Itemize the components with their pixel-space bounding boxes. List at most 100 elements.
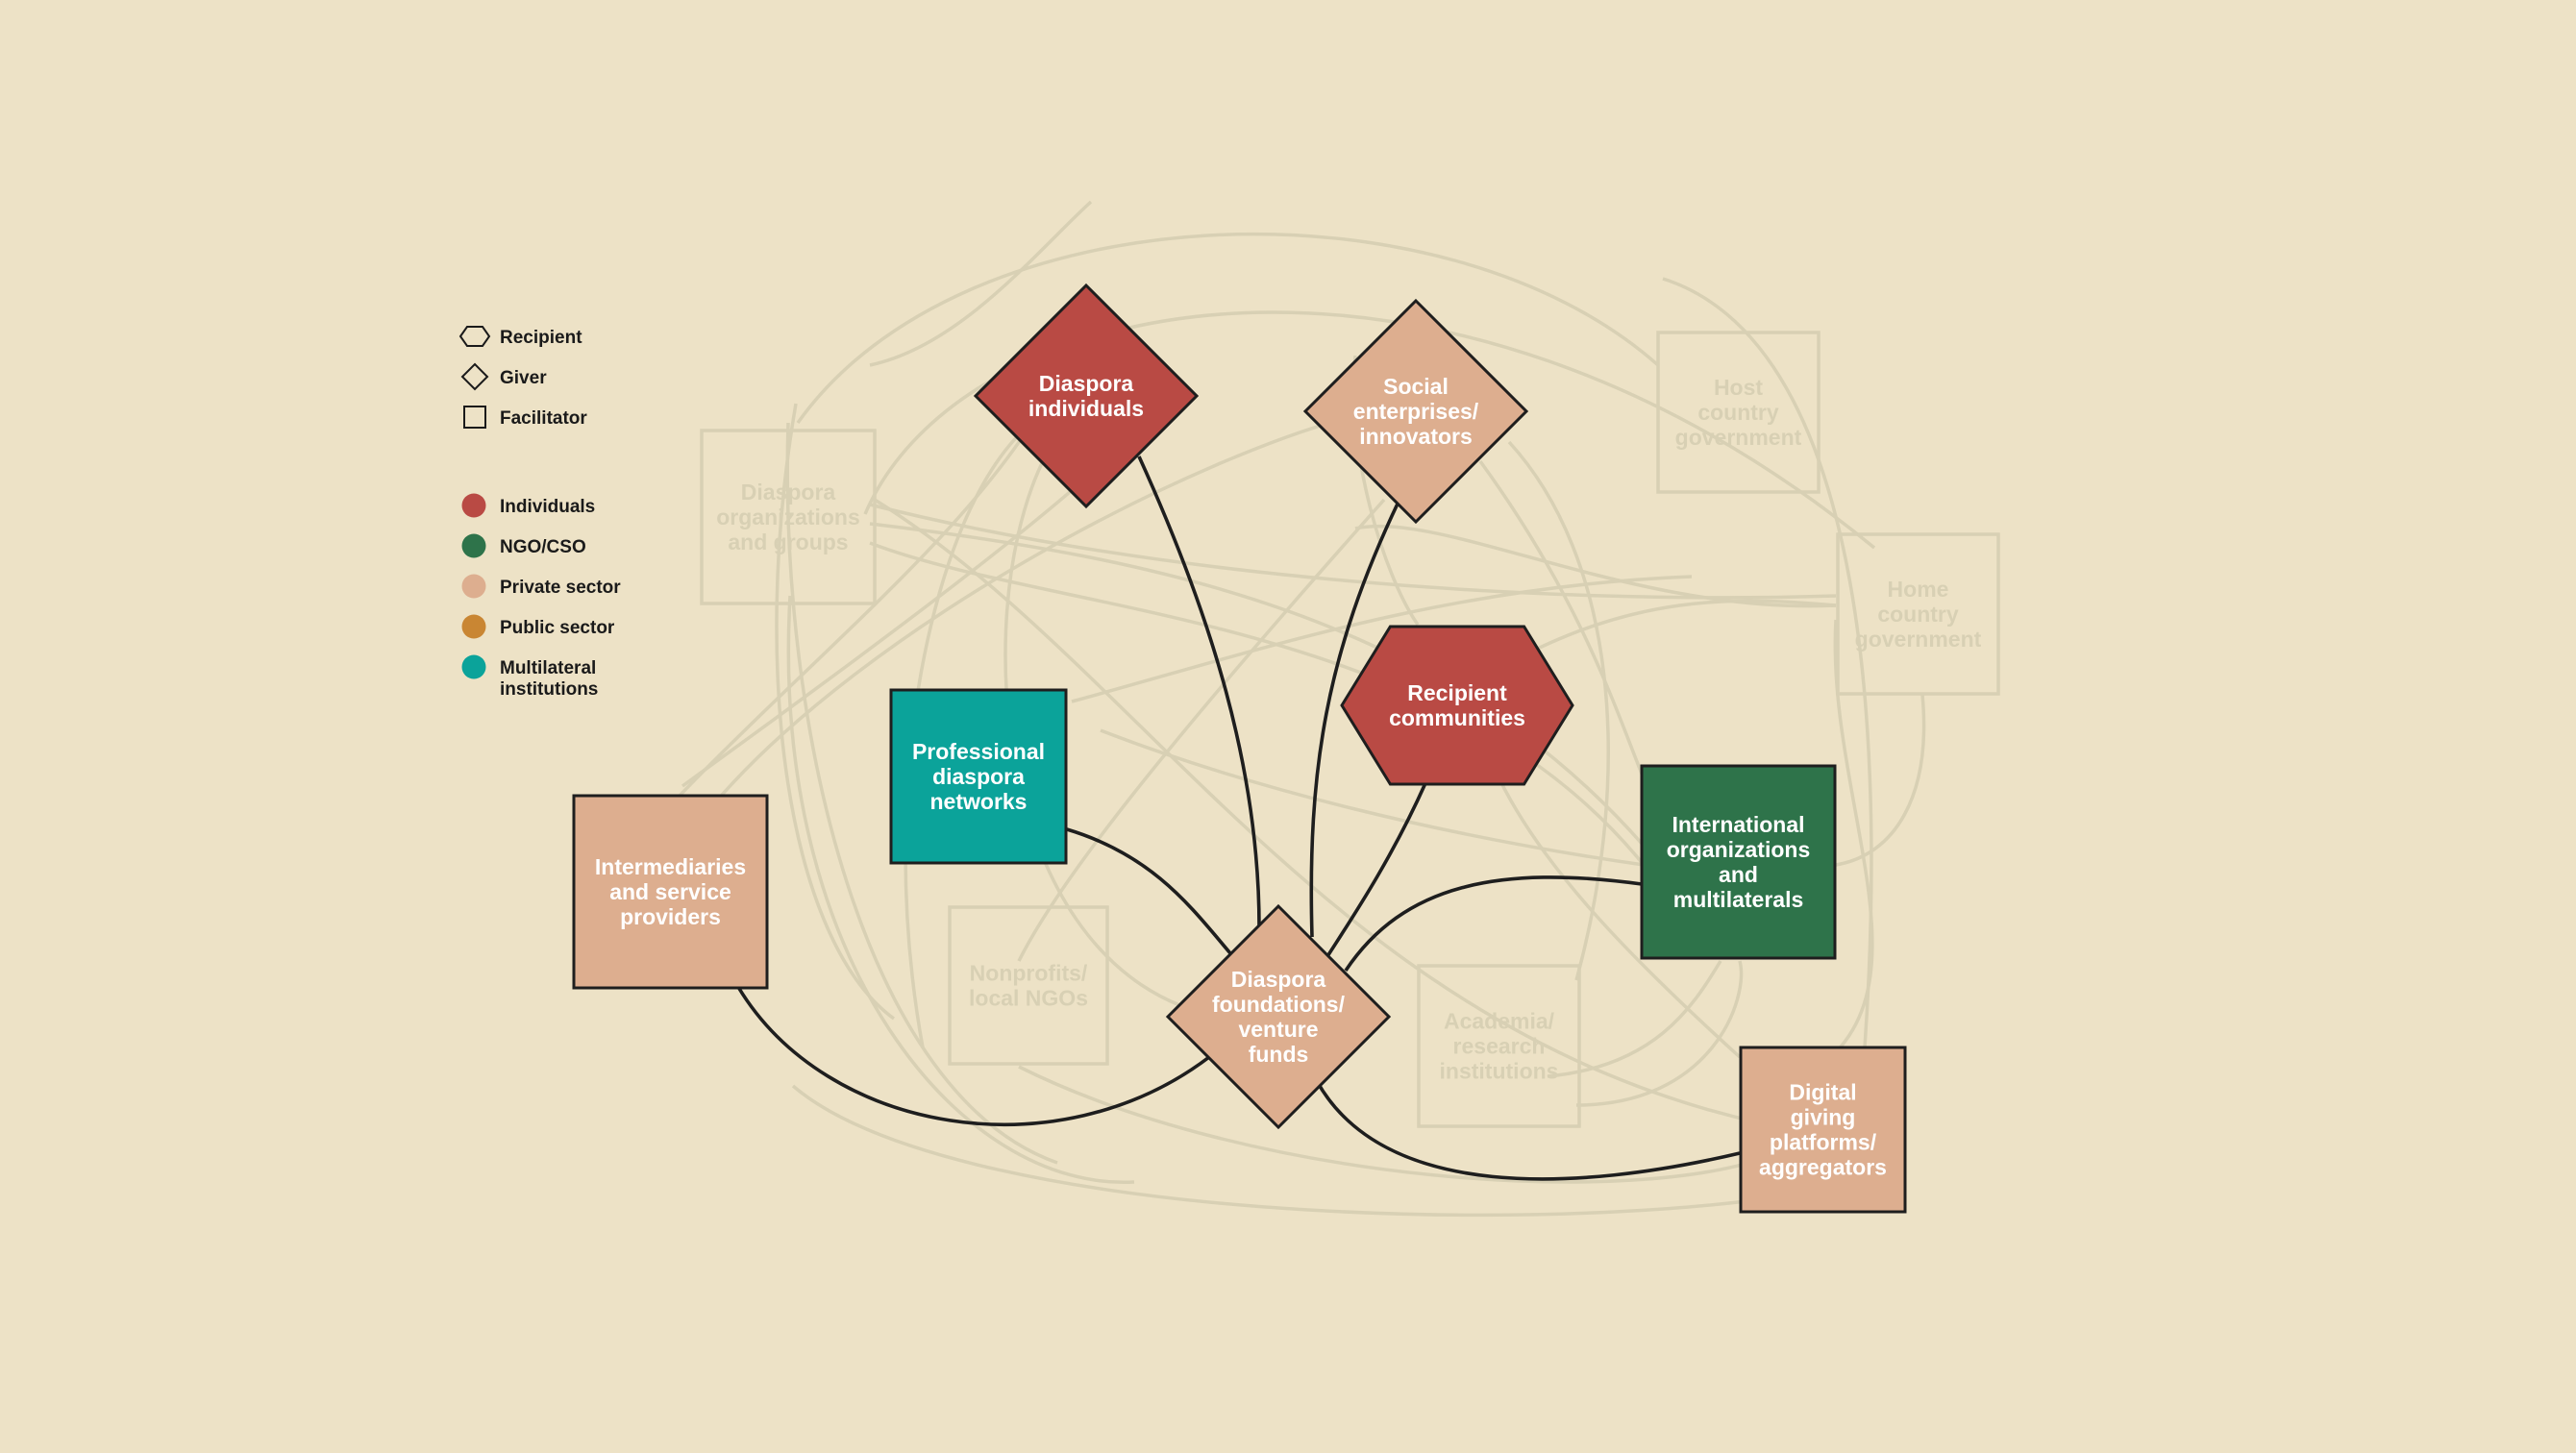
faded-link	[1493, 768, 1742, 1059]
node-label: Diaspora	[1039, 371, 1134, 396]
faded-link	[863, 310, 1876, 550]
legend-color-swatch	[461, 574, 486, 599]
node-label: Digital	[1789, 1080, 1856, 1105]
link-recipients-to-foundations	[1323, 782, 1427, 962]
node-shape	[1340, 625, 1574, 786]
faded-link	[676, 412, 1040, 800]
legend-sector-label: Individuals	[500, 497, 595, 517]
node-label: Diaspora	[741, 480, 836, 505]
legend-sector-label: Private sector	[500, 578, 621, 598]
node-label: government	[1855, 627, 1982, 652]
node-label: organizations	[1667, 837, 1811, 862]
node-label: Nonprofits/	[970, 961, 1088, 986]
faded-link	[775, 403, 896, 1021]
legend-color-swatch	[461, 614, 486, 639]
node-label: organizations	[716, 505, 860, 529]
node-label: Academia/	[1444, 1009, 1555, 1034]
node-shape	[1165, 903, 1392, 1130]
node-label: Diaspora	[1231, 967, 1326, 992]
node-label: and	[1719, 862, 1758, 887]
node-shape	[1302, 298, 1529, 525]
faded-link	[1100, 728, 1645, 867]
node-shape	[1640, 764, 1837, 960]
faded-link	[869, 541, 1646, 867]
legend-sector-label: Public sector	[500, 618, 615, 638]
node-shape	[1739, 1046, 1907, 1214]
node-label: Intermediaries	[595, 854, 746, 879]
node-label: foundations/	[1212, 992, 1346, 1017]
link-individuals-to-foundations	[1137, 456, 1261, 928]
faded-link	[1508, 599, 1837, 665]
faded-link	[1575, 960, 1744, 1107]
node-international-orgs: Internationalorganizationsandmultilatera…	[1640, 764, 1837, 960]
node-label: innovators	[1359, 424, 1473, 449]
faded-link	[1547, 960, 1722, 1078]
node-label: local NGOs	[969, 986, 1088, 1011]
node-label: International	[1672, 812, 1804, 837]
legend-sector-label: Multilateral	[500, 658, 596, 678]
node-label: Professional	[912, 739, 1045, 764]
node-label: networks	[930, 789, 1028, 814]
diamond-icon	[460, 362, 489, 391]
active-connections	[736, 456, 1741, 1181]
node-label: and service	[609, 879, 731, 904]
node-label: multilaterals	[1673, 887, 1804, 912]
legend-sector-label: institutions	[500, 679, 598, 700]
node-shape	[1656, 331, 1821, 494]
node-label: Host	[1714, 375, 1763, 400]
faded-link	[796, 233, 1660, 425]
legend-sector-label: NGO/CSO	[500, 537, 586, 557]
node-label: institutions	[1440, 1059, 1559, 1084]
faded-link	[874, 498, 1818, 1136]
faded-link	[1017, 498, 1386, 962]
node-shape	[973, 283, 1200, 509]
legend-shape-label: Giver	[500, 368, 547, 388]
faded-link	[791, 1084, 1856, 1218]
node-label: diaspora	[932, 764, 1025, 789]
legend: RecipientGiverFacilitatorIndividualsNGO/…	[458, 326, 621, 700]
node-label: aggregators	[1759, 1155, 1887, 1180]
faded-link	[1018, 1065, 1779, 1184]
node-label: funds	[1249, 1042, 1309, 1067]
faded-link	[785, 422, 1058, 1165]
node-label: and groups	[728, 529, 848, 554]
node-shape	[889, 688, 1068, 865]
node-nonprofits: Nonprofits/local NGOs	[948, 905, 1109, 1066]
hexagon-icon	[458, 326, 491, 347]
link-international-orgs-to-foundations	[1344, 875, 1643, 972]
faded-link	[709, 411, 1366, 809]
node-label: government	[1675, 425, 1802, 450]
faded-link	[786, 595, 1135, 1184]
node-label: country	[1877, 602, 1959, 627]
node-label: country	[1697, 400, 1779, 425]
node-label: communities	[1389, 705, 1525, 730]
node-label: individuals	[1028, 396, 1144, 421]
node-shape	[572, 794, 769, 990]
link-intermediaries-to-foundations	[736, 986, 1211, 1127]
node-label: providers	[620, 904, 721, 929]
node-label: Home	[1888, 577, 1949, 602]
node-label: giving	[1791, 1105, 1856, 1130]
link-professional-networks-to-foundations	[1066, 827, 1232, 955]
node-label: Social	[1383, 374, 1449, 399]
square-icon	[463, 406, 486, 429]
node-label: enterprises/	[1353, 399, 1479, 424]
node-shape	[1417, 964, 1581, 1128]
node-label: research	[1453, 1034, 1546, 1059]
faded-link	[1071, 575, 1693, 703]
faded-link	[1354, 524, 1837, 608]
legend-color-swatch	[461, 533, 486, 558]
node-shape	[948, 905, 1109, 1066]
faded-link	[1835, 694, 1926, 867]
